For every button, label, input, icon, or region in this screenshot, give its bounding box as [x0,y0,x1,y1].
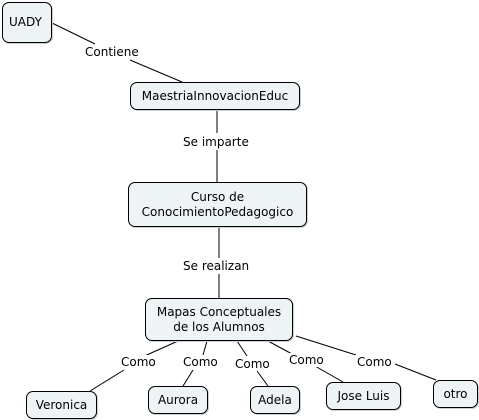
edge-como-veronica [89,369,125,392]
edge-como-aurora [182,369,194,387]
node-otro: otro [433,380,478,408]
node-mapas: Mapas Conceptuales de los Alumnos [145,298,293,341]
link-label-como-otro: Como [355,355,394,369]
link-label-como-adela: Como [233,357,272,371]
link-label-se-imparte: Se imparte [181,135,251,149]
link-label-como-veronica: Como [119,355,158,369]
edge-uady-contiene [51,22,96,45]
edge-como-jose [314,365,344,383]
node-adela: Adela [250,386,300,414]
link-label-se-realizan: Se realizan [181,259,252,273]
edge-mapas-como-adela [236,340,248,357]
node-veronica: Veronica [26,391,97,419]
link-label-como-jose: Como [287,353,326,367]
edge-contiene-maestria [129,59,183,83]
edge-como-adela [256,370,269,387]
link-label-contiene: Contiene [83,45,141,59]
node-curso: Curso de ConocimientoPedagogico [128,182,307,227]
edge-como-otro [394,363,437,381]
node-aurora: Aurora [148,386,208,414]
edge-mapas-como-jose [267,340,293,355]
edge-mapas-como-otro [295,335,357,356]
node-maestria: MaestriaInnovacionEduc [130,82,300,110]
node-uady: UADY [2,2,52,43]
node-jose-luis: Jose Luis [326,382,401,410]
edge-mapas-como-aurora [202,340,208,356]
link-label-como-aurora: Como [181,355,220,369]
